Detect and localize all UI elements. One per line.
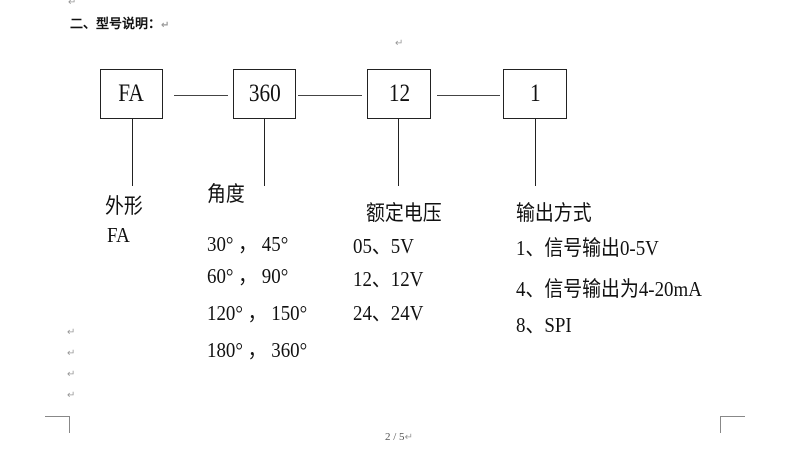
voltage-title: 额定电压 xyxy=(366,201,442,225)
connector-line xyxy=(174,95,228,96)
output-row: 4、信号输出为4-20mA xyxy=(516,277,702,301)
output-title: 输出方式 xyxy=(516,201,592,225)
connector-line xyxy=(298,95,362,96)
voltage-row: 05、5V xyxy=(353,234,414,258)
box-output: 1 xyxy=(503,69,567,119)
voltage-row: 12、12V xyxy=(353,267,424,291)
angle-row: 120° ， 150° xyxy=(207,301,308,325)
box-shape: FA xyxy=(100,69,163,119)
paragraph-mark: ↵ xyxy=(67,327,76,338)
leader-line xyxy=(132,118,133,186)
angle-row: 30° ， 45° xyxy=(207,232,289,256)
paragraph-mark: ↵ xyxy=(395,38,404,49)
output-row: 8、SPI xyxy=(516,313,572,337)
page-number: 2 / 5↵ xyxy=(385,431,413,443)
leader-line xyxy=(264,118,265,186)
shape-value: FA xyxy=(107,223,130,247)
paragraph-mark: ↵ xyxy=(67,348,76,359)
leader-line xyxy=(535,118,536,186)
angle-row: 180° ， 360° xyxy=(207,338,308,362)
paragraph-mark: ↵ xyxy=(68,0,77,8)
shape-title: 外形 xyxy=(105,194,143,218)
leader-line xyxy=(398,118,399,186)
paragraph-mark: ↵ xyxy=(67,390,76,401)
connector-line xyxy=(437,95,500,96)
margin-corner-right xyxy=(720,416,745,433)
box-angle: 360 xyxy=(233,69,296,119)
angle-row: 60° ， 90° xyxy=(207,264,289,288)
margin-corner-left xyxy=(45,416,70,433)
angle-title: 角度 xyxy=(207,182,245,206)
heading-text: 二、型号说明： xyxy=(70,17,162,32)
output-row: 1、信号输出0-5V xyxy=(516,236,659,260)
box-voltage: 12 xyxy=(367,69,431,119)
paragraph-mark: ↵ xyxy=(67,369,76,380)
paragraph-mark: ↵ xyxy=(161,20,170,31)
voltage-row: 24、24V xyxy=(353,301,424,325)
section-heading: 二、型号说明：↵ xyxy=(70,13,169,32)
